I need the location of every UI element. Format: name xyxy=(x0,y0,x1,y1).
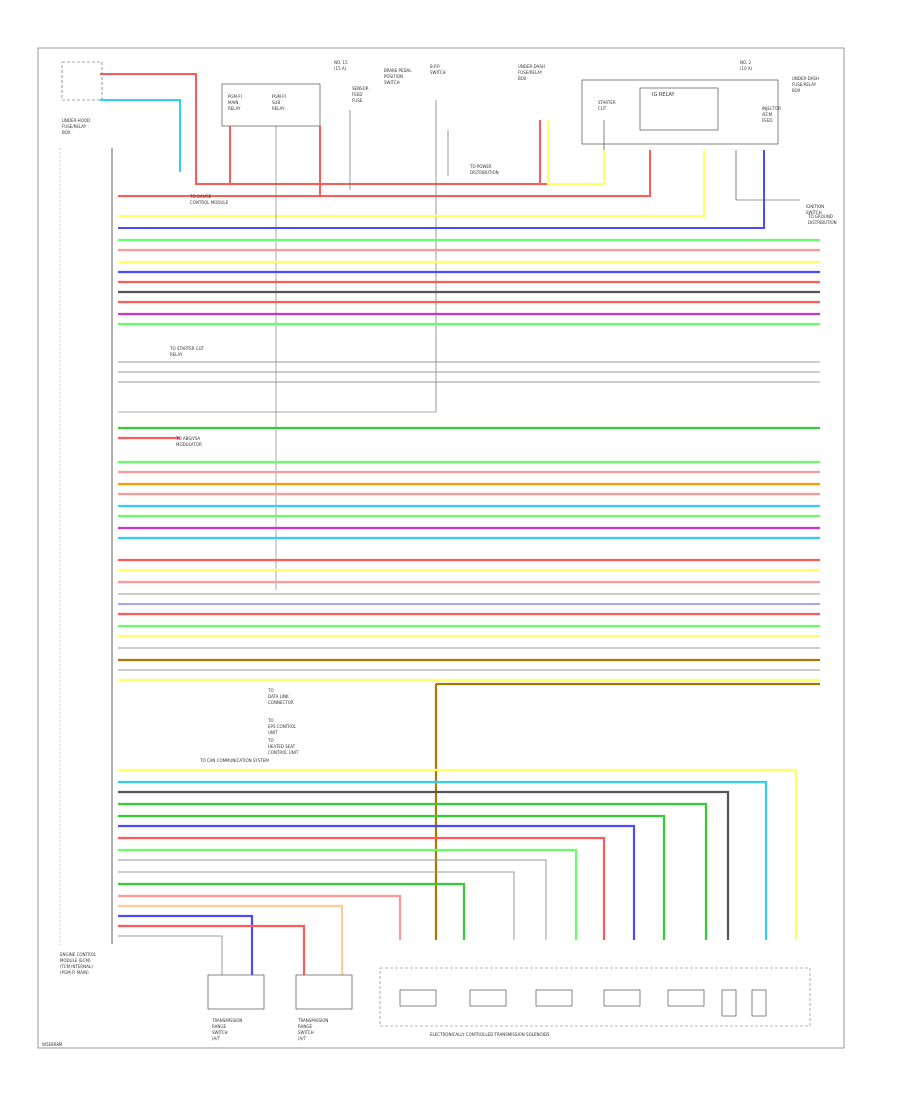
solenoids xyxy=(399,989,767,1017)
svg-text:DISTRIBUTION: DISTRIBUTION xyxy=(808,220,837,225)
solenoid-group xyxy=(379,967,811,1027)
svg-text:FUSE/RELAY: FUSE/RELAY xyxy=(62,124,87,129)
svg-text:BOX: BOX xyxy=(62,130,71,135)
svg-text:(10 A): (10 A) xyxy=(740,66,753,71)
fuse-no15-label: NO. 15 (15 A) xyxy=(334,60,348,71)
svg-text:/ECM: /ECM xyxy=(762,112,773,117)
svg-text:(PGM-FI MAIN): (PGM-FI MAIN) xyxy=(60,970,89,975)
svg-text:CONTROL MODULE: CONTROL MODULE xyxy=(190,200,229,205)
solenoids-label: ELECTRONICALLY CONTROLLED TRANSMISSION S… xyxy=(430,1032,550,1037)
relay-right-label: NO. 2 (10 A) xyxy=(740,60,753,71)
svg-text:SWITCH: SWITCH xyxy=(298,1030,314,1035)
ecm-label: ENGINE CONTROL MODULE (ECM) (TCM INTERNA… xyxy=(60,952,97,975)
sensor-b-box xyxy=(295,974,353,1010)
svg-text:MODULATOR: MODULATOR xyxy=(176,442,202,447)
svg-text:SWITCH: SWITCH xyxy=(384,80,400,85)
svg-text:HEATED SEAT: HEATED SEAT xyxy=(268,744,296,749)
under-dash-fuse-label: UNDER-DASH FUSE/RELAY BOX xyxy=(518,64,545,81)
ecm-feed-label: INJECTOR /ECM FEED xyxy=(762,106,781,123)
svg-text:TO GROUND: TO GROUND xyxy=(807,214,833,219)
pgm-fi-main-label: PGM-FI MAIN RELAY xyxy=(228,94,242,111)
svg-text:EPS CONTROL: EPS CONTROL xyxy=(268,724,297,729)
svg-text:BOX: BOX xyxy=(792,88,801,93)
svg-text:FUSE/RELAY: FUSE/RELAY xyxy=(518,70,543,75)
svg-text:SWITCH: SWITCH xyxy=(430,70,446,75)
svg-text:B.P.P.: B.P.P. xyxy=(430,64,440,69)
bpp-switch-label: B.P.P. SWITCH xyxy=(430,64,446,75)
svg-text:TO: TO xyxy=(267,688,274,693)
ign-switch-label: IGNITION SWITCH xyxy=(806,204,824,215)
svg-text:INJECTOR: INJECTOR xyxy=(762,106,781,111)
svg-text:RANGE: RANGE xyxy=(212,1024,226,1029)
svg-text:PGM-FI: PGM-FI xyxy=(228,94,242,99)
svg-text:UNDER-HOOD: UNDER-HOOD xyxy=(62,118,90,123)
fuse-box-left-label: UNDER-HOOD FUSE/RELAY BOX xyxy=(62,118,90,135)
top-feeds xyxy=(100,73,800,590)
signal-wires xyxy=(118,238,820,940)
pgm-fi-relay-box xyxy=(221,83,321,127)
svg-text:UNDER-DASH: UNDER-DASH xyxy=(792,76,819,81)
svg-text:TO POWER: TO POWER xyxy=(469,164,492,169)
svg-text:TO ABS/VSA: TO ABS/VSA xyxy=(175,436,201,441)
brake-pedal-label: BRAKE PEDAL POSITION SWITCH xyxy=(384,68,412,85)
sensor-a-label: TRANSMISSION RANGE SWITCH (A/T xyxy=(211,1018,242,1041)
svg-text:SENSOR: SENSOR xyxy=(352,86,369,91)
svg-text:SWITCH: SWITCH xyxy=(806,210,822,215)
svg-text:FUSE/RELAY: FUSE/RELAY xyxy=(792,82,817,87)
solenoid-wires xyxy=(118,768,798,975)
ig-relay-label: IG RELAY xyxy=(652,92,676,98)
ig-relay xyxy=(639,87,719,131)
svg-text:RELAY: RELAY xyxy=(272,106,285,111)
diagram-frame xyxy=(37,47,845,1049)
svg-text:DISTRIBUTION: DISTRIBUTION xyxy=(470,170,499,175)
right-box-label: UNDER-DASH FUSE/RELAY BOX xyxy=(792,76,819,93)
svg-text:(A/T: (A/T xyxy=(298,1036,307,1041)
svg-text:RELAY: RELAY xyxy=(170,352,183,357)
svg-text:TO: TO xyxy=(267,738,274,743)
svg-text:(15 A): (15 A) xyxy=(334,66,347,71)
svg-text:CONNECTOR: CONNECTOR xyxy=(268,700,294,705)
svg-text:FEED: FEED xyxy=(352,92,362,97)
mid-annotations: TO GAUGE CONTROL MODULE TO STARTER CUT R… xyxy=(169,164,837,763)
sensor-feed-label: SENSOR FEED FUSE xyxy=(352,86,369,103)
svg-text:NO. 15: NO. 15 xyxy=(334,60,348,65)
svg-text:BRAKE PEDAL: BRAKE PEDAL xyxy=(384,68,412,73)
svg-text:BOX: BOX xyxy=(518,76,527,81)
svg-text:PGM-FI: PGM-FI xyxy=(272,94,286,99)
svg-text:TRANSMISSION: TRANSMISSION xyxy=(297,1018,328,1023)
page-code: W5E8R8M xyxy=(42,1042,63,1047)
svg-text:SWITCH: SWITCH xyxy=(212,1030,228,1035)
starter-cut-label: STARTER CUT xyxy=(598,100,616,111)
svg-text:TO STARTER CUT: TO STARTER CUT xyxy=(169,346,205,351)
svg-text:IGNITION: IGNITION xyxy=(806,204,824,209)
svg-text:CUT: CUT xyxy=(598,106,607,111)
pgm-fi-sub-label: PGM-FI SUB RELAY xyxy=(272,94,286,111)
svg-text:SUB: SUB xyxy=(272,100,280,105)
svg-text:POSITION: POSITION xyxy=(384,74,403,79)
svg-text:(A/T: (A/T xyxy=(212,1036,221,1041)
svg-text:TO CAN COMMUNICATION SYSTEM: TO CAN COMMUNICATION SYSTEM xyxy=(199,758,269,763)
svg-text:TO: TO xyxy=(267,718,274,723)
svg-text:UNDER-DASH: UNDER-DASH xyxy=(518,64,545,69)
sensor-b-label: TRANSMISSION RANGE SWITCH (A/T xyxy=(297,1018,328,1041)
fuse-box-left xyxy=(61,61,103,101)
svg-text:RELAY: RELAY xyxy=(228,106,241,111)
svg-text:MODULE (ECM): MODULE (ECM) xyxy=(60,958,91,963)
svg-text:DATA LINK: DATA LINK xyxy=(268,694,289,699)
svg-text:(TCM INTERNAL): (TCM INTERNAL) xyxy=(60,964,93,969)
sensor-a-box xyxy=(207,974,265,1010)
svg-text:TRANSMISSION: TRANSMISSION xyxy=(211,1018,242,1023)
svg-text:MAIN: MAIN xyxy=(228,100,238,105)
svg-text:UNIT: UNIT xyxy=(268,730,278,735)
svg-text:FUSE: FUSE xyxy=(352,98,363,103)
svg-text:FEED: FEED xyxy=(762,118,772,123)
svg-text:RANGE: RANGE xyxy=(298,1024,312,1029)
svg-text:ENGINE CONTROL: ENGINE CONTROL xyxy=(60,952,97,957)
svg-text:STARTER: STARTER xyxy=(598,100,616,105)
svg-text:NO. 2: NO. 2 xyxy=(740,60,752,65)
svg-text:TO GAUGE: TO GAUGE xyxy=(189,194,212,199)
svg-text:CONTROL UNIT: CONTROL UNIT xyxy=(268,750,299,755)
ig-relay-box xyxy=(581,79,779,145)
